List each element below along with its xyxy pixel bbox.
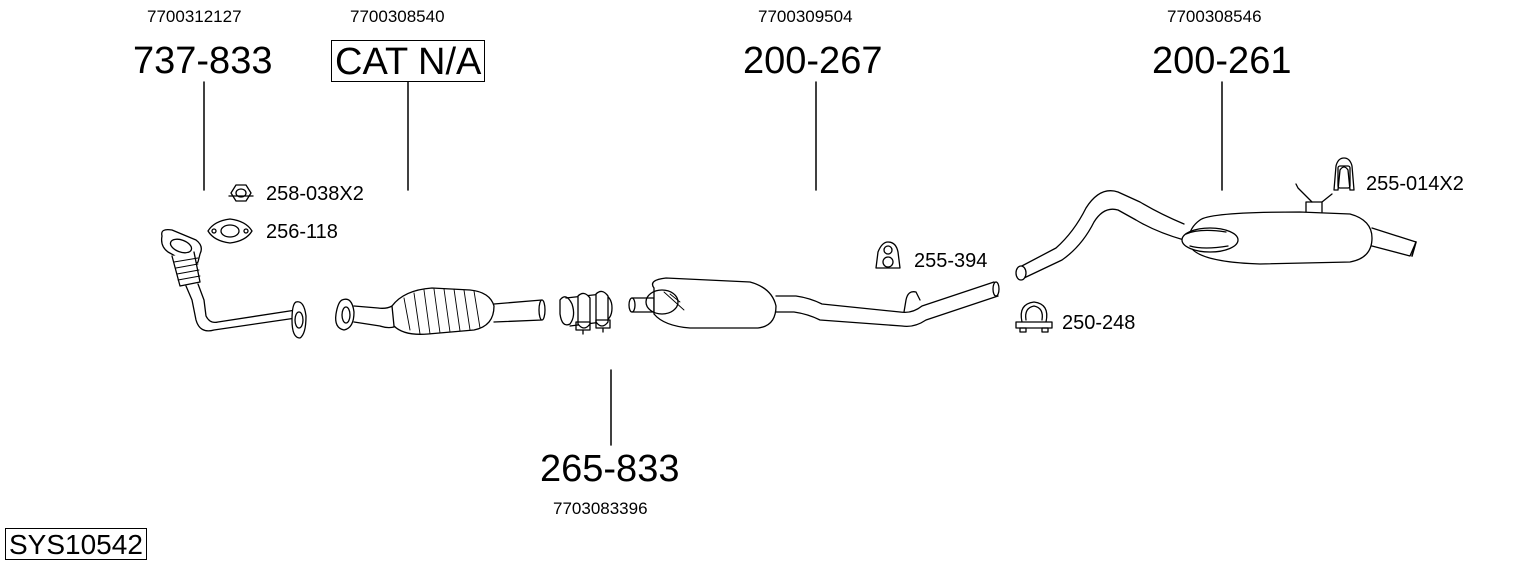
repair-pipe-drawing — [559, 290, 613, 335]
clamp-label[interactable]: 250-248 — [1062, 312, 1136, 334]
rear-silencer-number[interactable]: 200-261 — [1152, 40, 1292, 82]
rubber-mount-mid-icon — [875, 241, 901, 269]
nut-label[interactable]: 258-038X2 — [266, 183, 364, 205]
rubber-mount-rear-icon — [1333, 157, 1355, 191]
middle-silencer-drawing — [628, 277, 1000, 329]
leader-lines — [203, 81, 1223, 446]
gasket-icon — [207, 218, 253, 244]
rear-silencer-drawing — [1015, 183, 1417, 281]
middle-silencer-oem: 7700309504 — [758, 7, 853, 26]
front-pipe-number[interactable]: 737-833 — [133, 40, 273, 82]
catalyst-drawing — [335, 287, 546, 335]
middle-silencer-number[interactable]: 200-267 — [743, 40, 883, 82]
rear-silencer-oem: 7700308546 — [1167, 7, 1262, 26]
front-pipe-oem: 7700312127 — [147, 7, 242, 26]
rubber-mount-rear-label[interactable]: 255-014X2 — [1366, 173, 1464, 195]
nut-icon — [228, 184, 254, 202]
catalyst-oem: 7700308540 — [350, 7, 445, 26]
system-id: SYS10542 — [5, 528, 147, 560]
repair-pipe-number[interactable]: 265-833 — [540, 448, 680, 490]
clamp-icon — [1015, 301, 1053, 333]
gasket-label[interactable]: 256-118 — [266, 221, 338, 243]
catalyst-number[interactable]: CAT N/A — [331, 40, 486, 82]
front-pipe-drawing — [160, 228, 307, 339]
repair-pipe-oem: 7703083396 — [553, 499, 648, 518]
rubber-mount-mid-label[interactable]: 255-394 — [914, 250, 988, 272]
